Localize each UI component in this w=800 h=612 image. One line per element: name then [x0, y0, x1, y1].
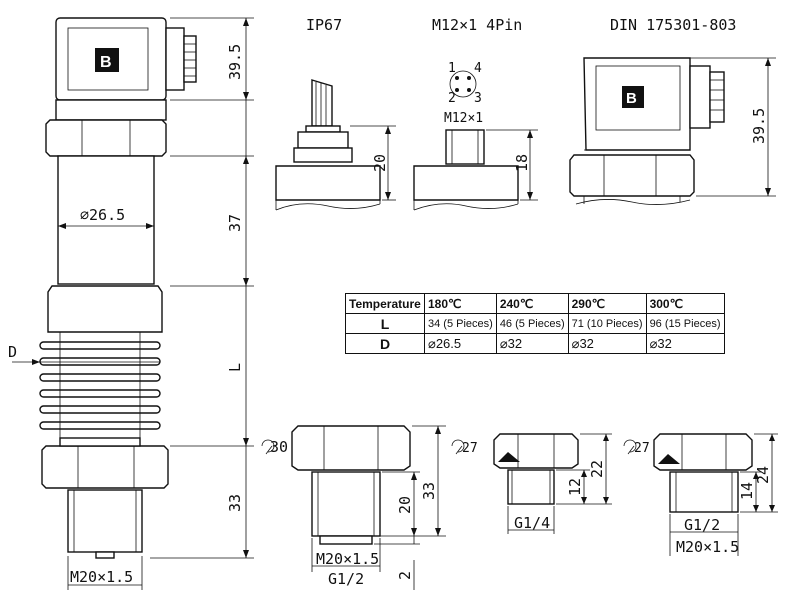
- temp-180: 180℃: [424, 293, 497, 314]
- temp-290: 290℃: [567, 293, 647, 314]
- table-cell: 96 (15 Pieces): [645, 313, 725, 334]
- m12-view: M12×1 4Pin 1 4 2 3 M12×1 18: [413, 16, 538, 211]
- table-cell: ⌀32: [567, 333, 647, 354]
- ip67-view: IP67 20: [275, 16, 396, 211]
- pin-1-label: 1: [448, 61, 456, 76]
- fitting-2: 27 12 22 G1/4: [451, 433, 612, 534]
- main-thread-label: M20×1.5: [70, 568, 133, 586]
- fitting-1-bottom: 2: [396, 571, 414, 580]
- fitting-2-h-outer: 22: [588, 460, 606, 478]
- fitting-2-h-inner: 12: [566, 478, 584, 496]
- table-row: L 34 (5 Pieces) 46 (5 Pieces) 71 (10 Pie…: [345, 313, 725, 334]
- table-cell: ⌀32: [495, 333, 569, 354]
- table-cell: 46 (5 Pieces): [495, 313, 569, 334]
- table-header-row: Temperature 180℃ 240℃ 290℃ 300℃: [345, 293, 725, 314]
- row-l-label: L: [345, 313, 425, 334]
- table-cell: ⌀32: [645, 333, 725, 354]
- fitting-3-thread-a: G1/2: [684, 516, 720, 534]
- table-row: D ⌀26.5 ⌀32 ⌀32 ⌀32: [345, 333, 725, 354]
- fitting-3-wrench: 27: [634, 441, 650, 456]
- pin-2-label: 2: [448, 91, 456, 106]
- connector-letter: B: [100, 54, 112, 71]
- m12-thread-label: M12×1: [444, 111, 483, 126]
- table-header-label: Temperature: [345, 293, 425, 314]
- table-cell: 34 (5 Pieces): [424, 313, 497, 334]
- m12-height: 18: [513, 154, 531, 172]
- pin-3-label: 3: [474, 91, 482, 106]
- ip67-title: IP67: [306, 16, 342, 34]
- fitting-2-thread: G1/4: [514, 514, 550, 532]
- table-cell: ⌀26.5: [424, 333, 497, 354]
- fitting-2-wrench: 27: [462, 441, 478, 456]
- fitting-1-thread-b: G1/2: [328, 570, 364, 588]
- temperature-table: Temperature 180℃ 240℃ 290℃ 300℃ L 34 (5 …: [345, 293, 725, 354]
- fitting-1-wrench: 30: [270, 438, 288, 456]
- fitting-1-thread-a: M20×1.5: [316, 550, 379, 568]
- dim-connector-height: 39.5: [226, 44, 244, 80]
- temp-240: 240℃: [495, 293, 569, 314]
- d-marker: D: [8, 343, 17, 361]
- fitting-1: 30 20 33 2 M20×1.5 G1/2: [261, 425, 446, 590]
- dim-thread-length: 33: [226, 494, 244, 512]
- fitting-3-thread-b: M20×1.5: [676, 538, 739, 556]
- fitting-3-h-outer: 24: [754, 466, 772, 484]
- fitting-1-h-inner: 20: [396, 496, 414, 514]
- temp-300: 300℃: [645, 293, 725, 314]
- pin-4-label: 4: [474, 61, 482, 76]
- din-height: 39.5: [750, 108, 768, 144]
- m12-title: M12×1 4Pin: [432, 16, 522, 34]
- table-cell: 71 (10 Pieces): [567, 313, 647, 334]
- dim-length: L: [226, 363, 244, 372]
- row-d-label: D: [345, 333, 425, 354]
- ip67-height: 20: [371, 154, 389, 172]
- din-title: DIN 175301-803: [610, 16, 736, 34]
- fitting-1-h-outer: 33: [420, 482, 438, 500]
- dim-body-height: 37: [226, 214, 244, 232]
- fitting-3-h-inner: 14: [738, 482, 756, 500]
- din-connector-letter: B: [626, 90, 637, 107]
- body-diameter: ⌀26.5: [80, 206, 125, 224]
- din-view: DIN 175301-803 B 39.5: [569, 16, 776, 205]
- fitting-3: 27 14 24 G1/2 M20×1.5: [623, 433, 778, 556]
- main-sensor: B: [8, 17, 254, 590]
